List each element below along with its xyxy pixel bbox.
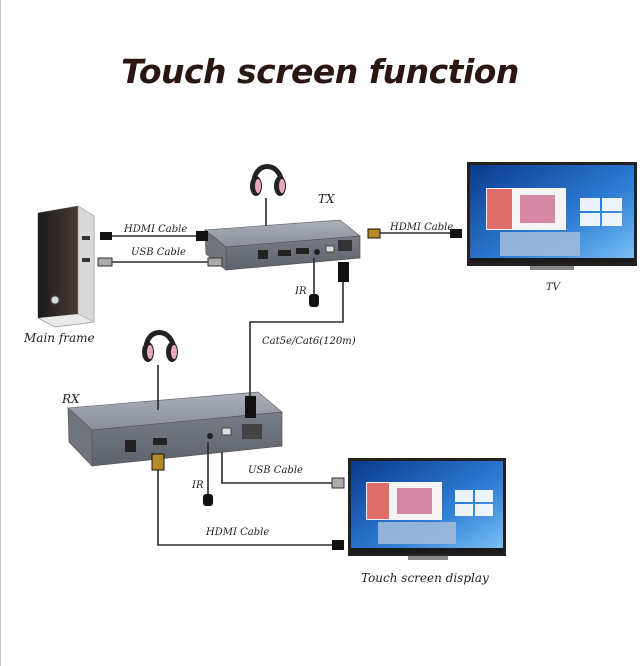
tx-label: TX [318, 192, 335, 206]
rx-label: RX [62, 392, 80, 406]
usb-cable-label-rx: USB Cable [248, 465, 303, 476]
cat-cable-label: Cat5e/Cat6(120m) [262, 336, 356, 347]
touch-screen-display [348, 458, 506, 560]
hdmi-cable-label-pc: HDMI Cable [124, 224, 188, 235]
ir-label-tx: IR [295, 286, 307, 297]
headphone-icon-rx [142, 330, 178, 362]
rx-extender-box [67, 391, 283, 467]
tv-label: TV [546, 282, 560, 293]
hdmi-cable-label-tv: HDMI Cable [390, 222, 454, 233]
cables [110, 198, 452, 546]
left-edge-line [0, 0, 1, 666]
main-frame-label: Main frame [24, 331, 95, 345]
usb-cable-label-pc: USB Cable [131, 247, 186, 258]
tx-extender-box [204, 219, 361, 271]
diagram-title: Touch screen function [121, 52, 519, 91]
touch-screen-display-label: Touch screen display [361, 571, 489, 585]
headphone-icon-tx [250, 164, 286, 196]
main-frame-pc [37, 205, 95, 328]
hdmi-cable-label-rx: HDMI Cable [206, 527, 270, 538]
tv-monitor [467, 162, 637, 270]
ir-label-rx: IR [192, 480, 204, 491]
cable-plugs [97, 228, 462, 550]
